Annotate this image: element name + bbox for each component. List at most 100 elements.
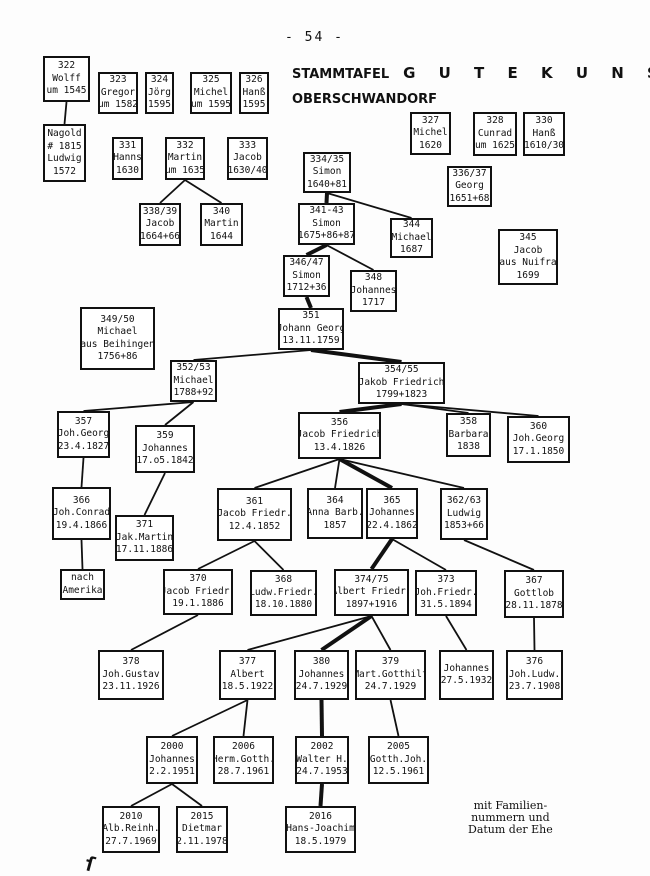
family-detail: 1675+86+87 xyxy=(298,230,355,242)
family-detail: 19.4.1866 xyxy=(55,519,108,531)
family-number: nach xyxy=(71,572,94,583)
family-number: 325 xyxy=(202,74,220,86)
family-number: 2010 xyxy=(119,810,143,822)
title-place: OBERSCHWANDORF xyxy=(292,92,438,107)
family-detail: 28.11.1878 xyxy=(505,600,563,612)
family-detail: 23.7.1908 xyxy=(508,681,561,693)
family-number: 361 xyxy=(245,495,264,507)
family-detail: Mart.Gotthilf xyxy=(355,668,426,680)
family-detail: 13.4.1826 xyxy=(313,441,366,453)
family-detail: Albert Friedr. xyxy=(334,586,409,598)
family-detail: Jacob xyxy=(513,244,543,256)
family-detail: 1799+1823 xyxy=(375,389,428,401)
family-number: 2006 xyxy=(232,741,255,753)
link-357-366 xyxy=(80,457,85,488)
family-detail: Simon xyxy=(312,166,342,178)
family-detail: Jacob xyxy=(145,218,175,230)
family-detail: Joh.Ludw. xyxy=(508,668,561,680)
family-detail: um 1635 xyxy=(165,164,205,176)
family-detail: Walter H. xyxy=(296,753,348,765)
family-detail: 24.7.1953 xyxy=(296,766,348,778)
family-detail: Michel xyxy=(193,86,229,98)
family-detail: 1595 xyxy=(148,99,171,111)
family-number: 359 xyxy=(156,430,174,442)
family-number: 356 xyxy=(330,416,349,428)
family-number: 374/75 xyxy=(354,573,389,585)
family-detail: 24.7.1929 xyxy=(295,681,348,693)
family-detail: 1717 xyxy=(362,297,385,309)
family-detail: Joh.Georg xyxy=(57,428,110,440)
link-341-346 xyxy=(305,243,328,257)
family-detail: 1687 xyxy=(400,244,423,256)
link-341-348 xyxy=(326,244,374,271)
link-361-370 xyxy=(197,540,255,570)
link-352-359 xyxy=(164,401,195,426)
link-354-360 xyxy=(401,403,539,417)
family-number: 362/63 xyxy=(446,495,482,507)
link-365-374 xyxy=(369,537,394,571)
family-detail: Gottlob xyxy=(513,587,555,599)
family-number: 331 xyxy=(118,139,137,151)
family-detail: 2.11.1978 xyxy=(176,835,228,847)
family-number: 345 xyxy=(519,232,537,243)
family-number: 336/37 xyxy=(452,167,487,179)
family-number: Johannes xyxy=(443,662,490,674)
link-2000-2010 xyxy=(130,783,173,807)
family-number: 373 xyxy=(437,574,455,586)
family-detail: 1620 xyxy=(419,139,442,151)
link-377-2006 xyxy=(242,699,249,737)
family-detail: Hans-Joachim xyxy=(286,823,355,835)
family-detail: Barbara xyxy=(448,428,489,440)
link-374-380 xyxy=(320,614,373,652)
family-detail: 2.2.1951 xyxy=(149,766,195,778)
family-number: 378 xyxy=(122,656,140,668)
family-number: 330 xyxy=(535,115,553,127)
link-354-356 xyxy=(339,402,402,414)
family-detail: um 1595 xyxy=(190,99,232,111)
family-detail: Wolff xyxy=(52,72,81,84)
family-detail: 27.5.1932 xyxy=(440,675,493,686)
link-361-368 xyxy=(253,540,285,571)
family-detail: 24.7.1929 xyxy=(364,681,417,693)
family-detail: Martin xyxy=(204,218,239,230)
family-number: 358 xyxy=(459,416,478,428)
family-number: 348 xyxy=(364,272,383,284)
family-detail: 1838 xyxy=(457,441,480,453)
link-377-2000 xyxy=(171,699,248,737)
family-detail: Michael xyxy=(97,326,138,337)
family-number: 334/35 xyxy=(309,153,345,165)
family-detail: 18.10.1880 xyxy=(254,599,313,611)
page-number: - 54 - xyxy=(285,30,344,45)
family-detail: um 1625 xyxy=(474,140,516,152)
family-number: 368 xyxy=(274,574,293,586)
link-322-nagold xyxy=(63,101,68,125)
family-number: Nagold xyxy=(47,128,82,139)
family-number: 333 xyxy=(238,139,257,151)
family-detail: 1595 xyxy=(242,99,266,111)
family-detail: Anna Barb. xyxy=(307,507,363,519)
